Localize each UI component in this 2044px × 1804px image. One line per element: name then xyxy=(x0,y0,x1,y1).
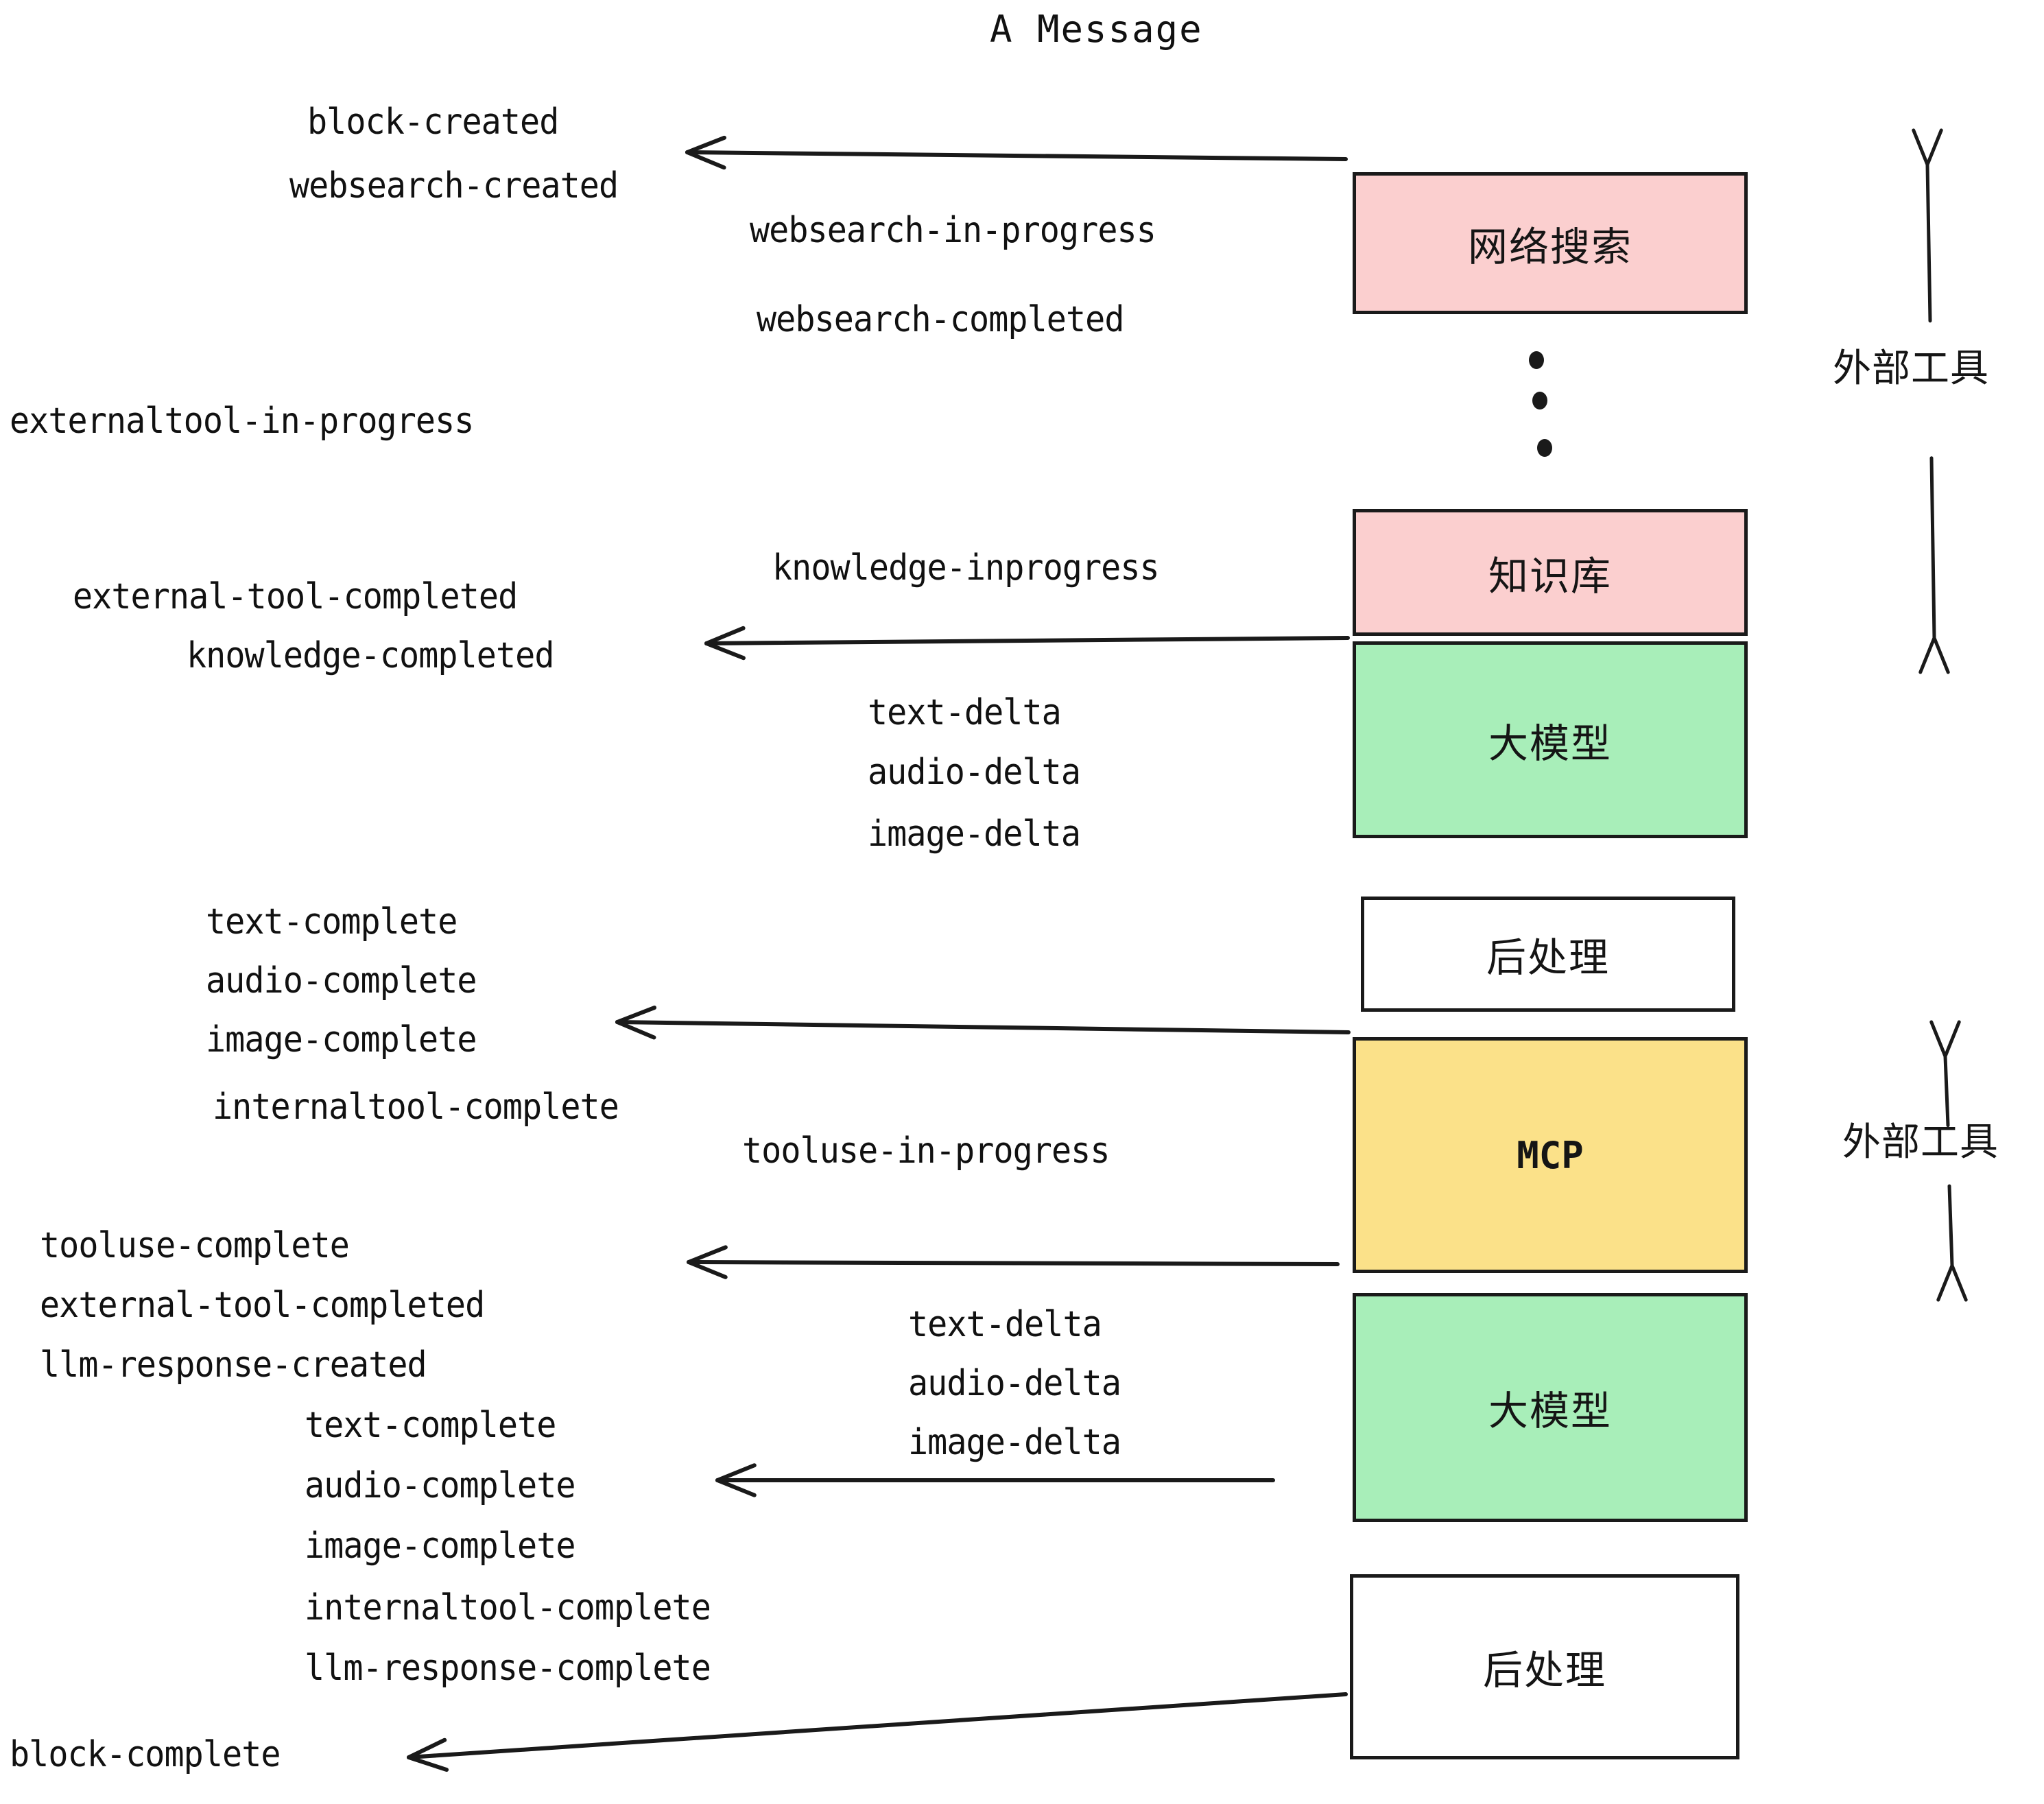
page-title: A Message xyxy=(990,8,1203,51)
process-box-0[interactable]: 网络搜索 xyxy=(1353,172,1748,314)
process-box-6[interactable]: 后处理 xyxy=(1350,1574,1739,1759)
knowledge-completed-arrow xyxy=(704,626,1350,661)
event-label: text-complete xyxy=(305,1405,556,1446)
event-label: image-complete xyxy=(206,1019,477,1060)
event-label: block-created xyxy=(307,102,559,143)
event-label: llm-response-complete xyxy=(305,1648,711,1689)
process-box-1[interactable]: 知识库 xyxy=(1353,509,1748,636)
event-label: tooluse-complete xyxy=(40,1225,350,1266)
event-label: audio-delta xyxy=(868,752,1081,793)
external-tool-label-1: 外部工具 xyxy=(1842,1120,1999,1165)
event-label: external-tool-completed xyxy=(73,576,518,617)
event-label: llm-response-created xyxy=(40,1344,427,1386)
ellipsis-dot-2 xyxy=(1537,439,1552,457)
process-box-5[interactable]: 大模型 xyxy=(1353,1293,1748,1522)
event-label: internaltool-complete xyxy=(213,1087,619,1128)
event-label: externaltool-in-progress xyxy=(10,401,474,442)
event-label: image-delta xyxy=(908,1422,1121,1463)
event-label: audio-complete xyxy=(305,1465,576,1506)
block-created-arrow xyxy=(685,135,1348,170)
external-tool-updown-top xyxy=(1912,128,1950,674)
event-label: audio-delta xyxy=(908,1363,1121,1404)
external-tool-label-0: 外部工具 xyxy=(1833,346,1989,391)
event-label: text-complete xyxy=(206,901,457,942)
event-label: knowledge-completed xyxy=(187,635,554,676)
event-label: knowledge-inprogress xyxy=(772,547,1160,589)
ellipsis-dot-0 xyxy=(1529,351,1544,369)
process-box-4[interactable]: MCP xyxy=(1353,1037,1748,1273)
audio-complete-arrow xyxy=(715,1463,1275,1497)
image-complete-arrow xyxy=(615,1006,1351,1040)
process-box-3[interactable]: 后处理 xyxy=(1361,897,1735,1012)
event-label: websearch-in-progress xyxy=(750,210,1156,251)
event-label: image-delta xyxy=(868,814,1081,855)
ellipsis-dot-1 xyxy=(1532,392,1547,410)
event-label: block-complete xyxy=(10,1734,281,1775)
event-label: external-tool-completed xyxy=(40,1285,485,1326)
block-complete-arrow xyxy=(407,1692,1348,1772)
event-label: image-complete xyxy=(305,1526,576,1567)
tooluse-complete-arrow xyxy=(687,1245,1340,1279)
event-label: internaltool-complete xyxy=(305,1587,711,1628)
process-box-2[interactable]: 大模型 xyxy=(1353,641,1748,838)
event-label: text-delta xyxy=(908,1304,1102,1345)
event-label: websearch-completed xyxy=(757,299,1124,340)
event-label: audio-complete xyxy=(206,960,477,1001)
event-label: text-delta xyxy=(868,692,1062,733)
event-label: tooluse-in-progress xyxy=(742,1130,1110,1172)
event-label: websearch-created xyxy=(289,165,619,206)
